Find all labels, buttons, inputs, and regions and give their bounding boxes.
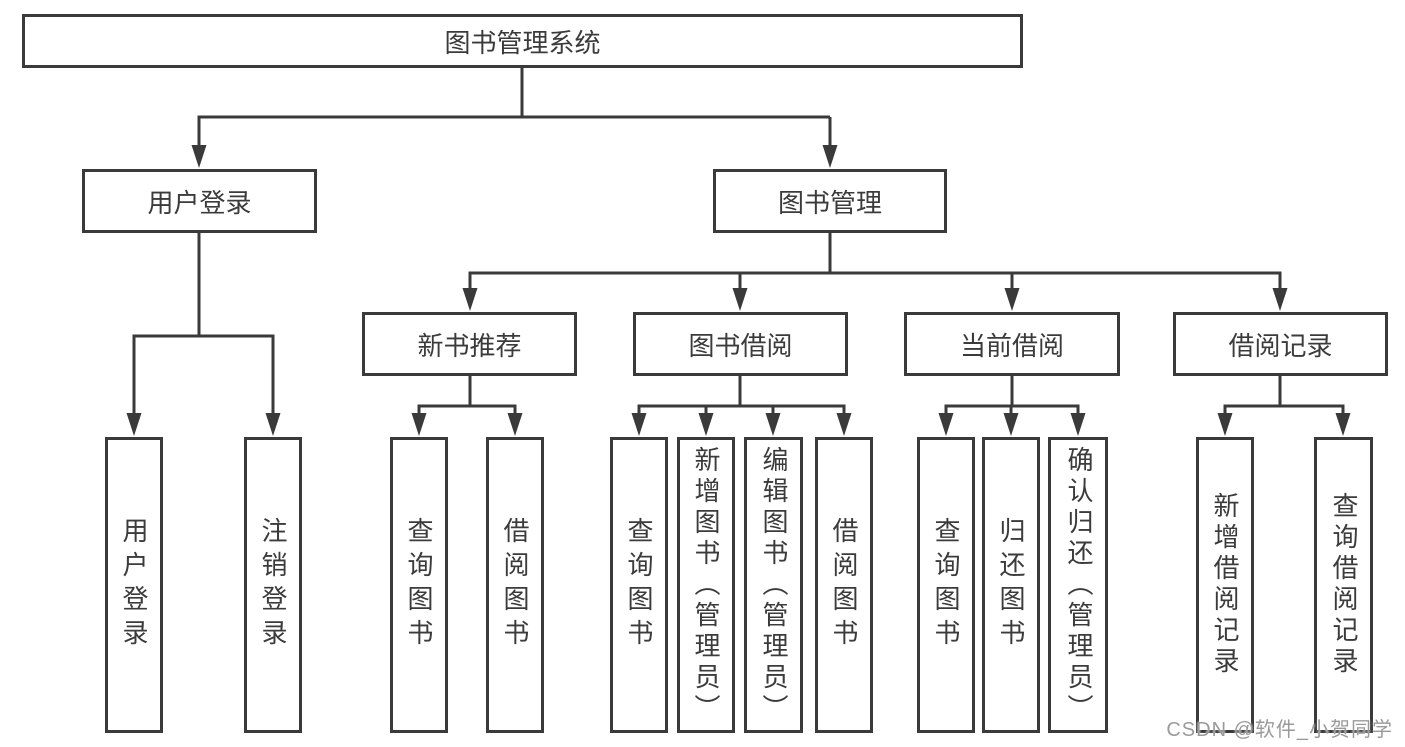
leaf-confirm-return-admin: 确认归还（管理员） — [1048, 437, 1108, 733]
leaf-add-books-admin: 新增图书（管理员） — [677, 437, 735, 733]
node-borrowing-records: 借阅记录 — [1173, 312, 1388, 376]
node-book-management: 图书管理 — [713, 169, 947, 233]
leaf-borrow-books-1: 借阅图书 — [486, 437, 544, 733]
node-user-login: 用户登录 — [82, 169, 317, 233]
leaf-borrow-books-2: 借阅图书 — [815, 437, 873, 733]
leaf-query-books-3: 查询图书 — [917, 437, 975, 733]
node-book-borrowing: 图书借阅 — [633, 312, 848, 376]
node-current-borrowing: 当前借阅 — [904, 312, 1120, 376]
leaf-query-books-2: 查询图书 — [610, 437, 668, 733]
csdn-watermark: CSDN @软件_小贺同学 — [1166, 719, 1393, 741]
leaf-user-login: 用户登录 — [105, 437, 163, 733]
node-new-book-recommendation: 新书推荐 — [362, 312, 577, 376]
arrow-down-icon — [126, 145, 1351, 436]
node-library-management-system: 图书管理系统 — [22, 14, 1023, 68]
leaf-logout: 注销登录 — [244, 437, 302, 733]
leaf-edit-books-admin: 编辑图书（管理员） — [744, 437, 803, 733]
leaf-return-books: 归还图书 — [982, 437, 1040, 733]
leaf-query-books-1: 查询图书 — [390, 437, 448, 733]
leaf-add-borrow-record: 新增借阅记录 — [1196, 437, 1254, 733]
leaf-query-borrow-record: 查询借阅记录 — [1314, 437, 1373, 733]
